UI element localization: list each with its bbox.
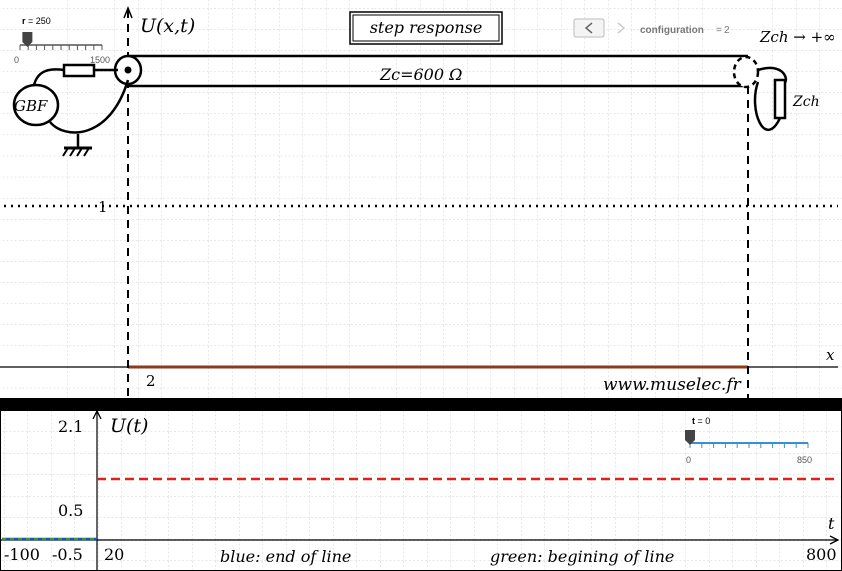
configuration-value: 2	[724, 25, 730, 36]
line-input-pin	[124, 66, 132, 74]
bottom-y-axis-arrow	[92, 409, 102, 420]
top-y-axis-arrow	[123, 5, 133, 19]
x-tick-20: 20	[104, 545, 124, 564]
bottom-panel-frame	[0, 409, 842, 571]
impedance-label: Zc=600 Ω	[379, 65, 462, 84]
top-y-axis-label: U(x,t)	[140, 15, 195, 37]
load-wire-bottom	[753, 81, 782, 132]
chevron-right-icon[interactable]	[617, 22, 626, 34]
panel-divider	[0, 398, 842, 410]
t-slider-max: 850	[797, 455, 812, 465]
top-x-axis-label: x	[826, 346, 835, 364]
r-slider[interactable]: r = 250 0 1500	[14, 16, 110, 65]
top-panel: U(x,t) x 1 2 www.muselec.fr Zc=600 Ω Zch…	[0, 0, 842, 398]
bottom-t-axis-label: t	[828, 514, 835, 533]
transmission-line: Zc=600 Ω	[113, 54, 760, 89]
configuration-nav: configuration = 2	[573, 18, 730, 38]
ground-icon	[62, 147, 90, 157]
r-slider-ticks	[19, 45, 103, 50]
load-circuit: Zch Zch → +∞	[753, 28, 836, 132]
website-label: www.muselec.fr	[603, 375, 742, 395]
t-slider-min: 0	[686, 455, 691, 465]
legend-green: green: begining of line	[490, 547, 674, 566]
x-tick-2: 2	[146, 372, 156, 390]
series-resistor	[62, 63, 96, 78]
bottom-grid	[0, 410, 842, 571]
generator-symbol	[12, 83, 60, 127]
line-output-connector	[732, 55, 760, 89]
generator-wire-top	[32, 68, 65, 86]
legend-blue: blue: end of line	[220, 547, 351, 566]
r-slider-max: 1500	[90, 55, 110, 65]
x-tick-neg-100: -100	[4, 545, 40, 564]
prev-configuration-button[interactable]	[573, 18, 605, 38]
y-tick-2-1: 2.1	[58, 417, 83, 436]
zch-label: Zch	[792, 94, 820, 110]
chevron-left-icon	[584, 22, 593, 34]
step-response-button-frame[interactable]	[349, 11, 503, 45]
t-slider-label: t = 0	[692, 416, 710, 426]
generator-wire-bottom	[49, 79, 130, 134]
x-tick-800: 800	[806, 545, 837, 564]
step-response-button-inner	[352, 14, 500, 42]
generator-label: GBF	[14, 97, 48, 115]
r-slider-label: r = 250	[22, 16, 51, 26]
r-slider-min: 0	[14, 55, 19, 65]
t-slider-handle[interactable]	[685, 430, 695, 445]
bottom-panel: U(t) t 2.1 0.5 -0.5 -100 20 800 blue: en…	[0, 409, 842, 571]
y-tick-neg-0-5: -0.5	[52, 545, 83, 564]
r-slider-handle[interactable]	[22, 32, 33, 47]
t-slider[interactable]: t = 0 0 850	[685, 416, 812, 465]
y-tick-1: 1	[98, 198, 108, 216]
generator-circuit: GBF	[12, 63, 130, 157]
bottom-t-axis-arrow	[829, 535, 840, 545]
step-response-button-label: step response	[370, 18, 483, 37]
t-slider-ticks	[689, 443, 809, 448]
zch-infinity-label: Zch → +∞	[759, 28, 836, 46]
step-response-button[interactable]: step response	[349, 11, 503, 45]
y-tick-0-5: 0.5	[58, 501, 83, 520]
load-resistor	[773, 78, 787, 120]
configuration-label: configuration	[640, 25, 704, 36]
bottom-y-axis-label: U(t)	[110, 415, 148, 437]
configuration-equals: =	[716, 25, 722, 36]
